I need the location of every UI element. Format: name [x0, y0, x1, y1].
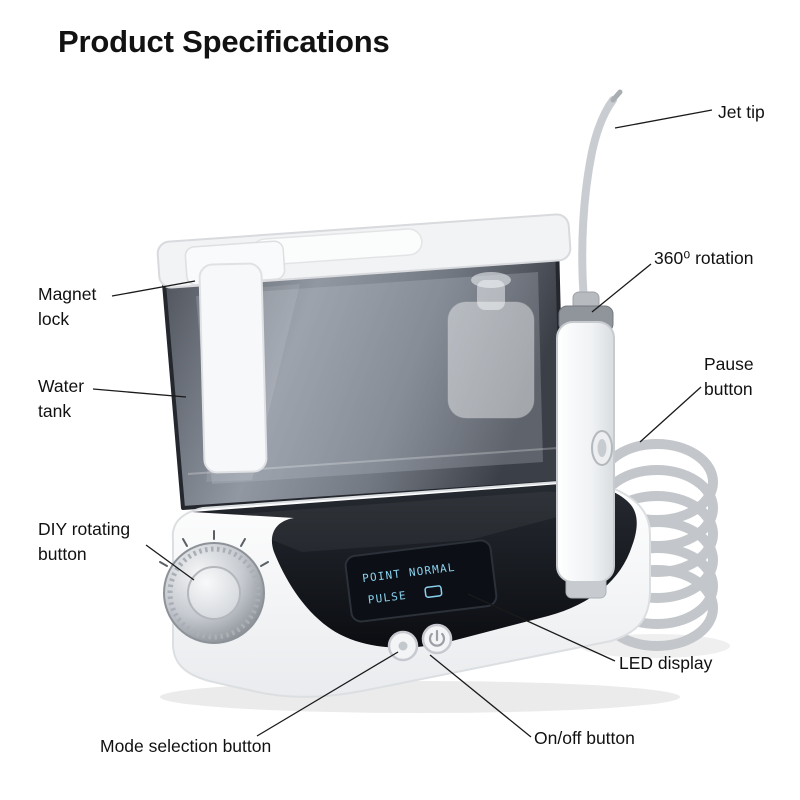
power-icon	[428, 629, 446, 647]
callout-label-diy-rotating-button: DIY rotating button	[38, 517, 130, 567]
callout-text-line: Magnet	[38, 284, 97, 304]
callout-label-onoff-button: On/off button	[534, 728, 635, 748]
dial-knob-inner	[187, 566, 241, 620]
callout-line-magnet-lock	[111, 280, 196, 297]
display-mode-pulse: PULSE	[367, 589, 407, 607]
power-button	[421, 623, 453, 655]
rotating-dial	[159, 530, 269, 644]
display-indicator-icon	[424, 585, 443, 598]
display-mode-point: POINT	[361, 567, 401, 585]
callout-text-line: lock	[38, 309, 70, 329]
callout-label-water-tank: Water tank	[38, 374, 84, 424]
pause-button-center	[597, 439, 607, 457]
magnet-lock-strip	[198, 262, 268, 474]
callout-text-line: button	[704, 379, 753, 399]
callout-label-magnet-lock: Magnet lock	[38, 282, 96, 332]
bottle-neck	[477, 280, 505, 310]
mode-button-dot	[398, 641, 408, 651]
callout-label-pause-button: Pause button	[704, 352, 754, 402]
callout-line-mode-button	[256, 651, 399, 737]
led-display-panel: POINT NORMAL PULSE	[344, 539, 498, 623]
jet-tip-point	[610, 89, 623, 103]
dial-tick-marks	[159, 530, 269, 567]
callout-label-jet-tip: Jet tip	[718, 102, 765, 122]
callout-label-rotation: 360⁰ rotation	[654, 248, 754, 268]
handle-body	[556, 321, 615, 583]
callout-line-jet-tip	[614, 109, 713, 129]
callout-lines	[92, 109, 713, 738]
page-title: Product Specifications	[58, 24, 390, 59]
bottle-body	[447, 301, 535, 419]
callout-line-pause-button	[639, 386, 702, 443]
callout-text-line: DIY rotating	[38, 519, 131, 539]
jet-tip-tube	[578, 96, 617, 304]
callout-text-line: Water	[38, 376, 85, 396]
base-gloss-streak	[212, 491, 600, 552]
callout-line-water-tank	[92, 388, 187, 398]
callout-text-line: Pause	[704, 354, 754, 374]
callout-line-led-display	[467, 593, 616, 662]
callout-text-line: button	[38, 544, 87, 564]
callout-label-mode-selection-button: Mode selection button	[100, 736, 272, 756]
display-mode-normal: NORMAL	[408, 561, 456, 580]
callout-label-led-display: LED display	[619, 653, 713, 673]
tank-inner-glow	[196, 272, 543, 484]
mode-selection-button	[387, 630, 419, 662]
dial-knurl-ring	[167, 546, 261, 640]
callout-line-rotation	[591, 263, 652, 313]
callout-text-line: tank	[38, 401, 72, 421]
callout-line-diy-button	[145, 544, 195, 581]
callout-line-onoff-button	[429, 654, 532, 738]
handle-wand	[556, 89, 623, 599]
bottle-inside-tank	[447, 272, 535, 419]
display-screen	[344, 539, 498, 623]
